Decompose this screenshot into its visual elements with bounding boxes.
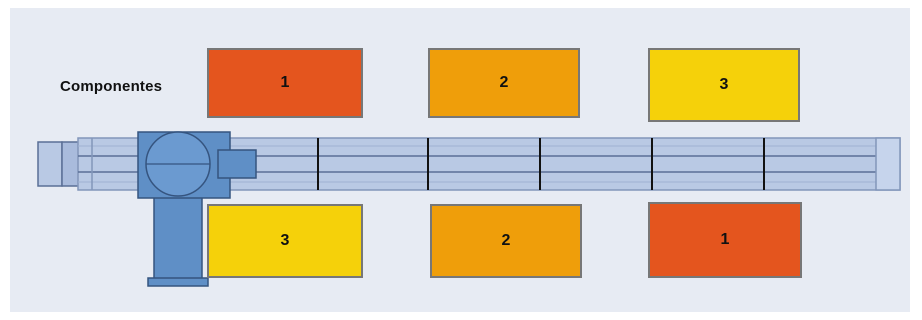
bottom-component-3-label: 3 — [280, 232, 290, 249]
bottom-component-1: 1 — [648, 202, 802, 278]
bottom-component-2: 2 — [430, 204, 582, 278]
top-component-3-label: 3 — [719, 76, 729, 93]
top-component-2-label: 2 — [499, 74, 509, 91]
bottom-component-3: 3 — [207, 204, 363, 278]
top-component-1: 1 — [207, 48, 363, 118]
bottom-component-1-label: 1 — [720, 231, 730, 248]
rail-end-cap-right — [875, 137, 901, 191]
rail-end-cap-left — [37, 141, 63, 187]
top-component-3: 3 — [648, 48, 800, 122]
robot-arm-stub — [217, 149, 257, 179]
robot-arm-icon — [137, 131, 257, 287]
top-component-2: 2 — [428, 48, 580, 118]
top-component-1-label: 1 — [280, 74, 290, 91]
robot-base-plate — [147, 277, 209, 287]
robot-pedestal — [153, 195, 203, 281]
components-label: Componentes — [60, 78, 163, 95]
bottom-component-2-label: 2 — [501, 232, 511, 249]
